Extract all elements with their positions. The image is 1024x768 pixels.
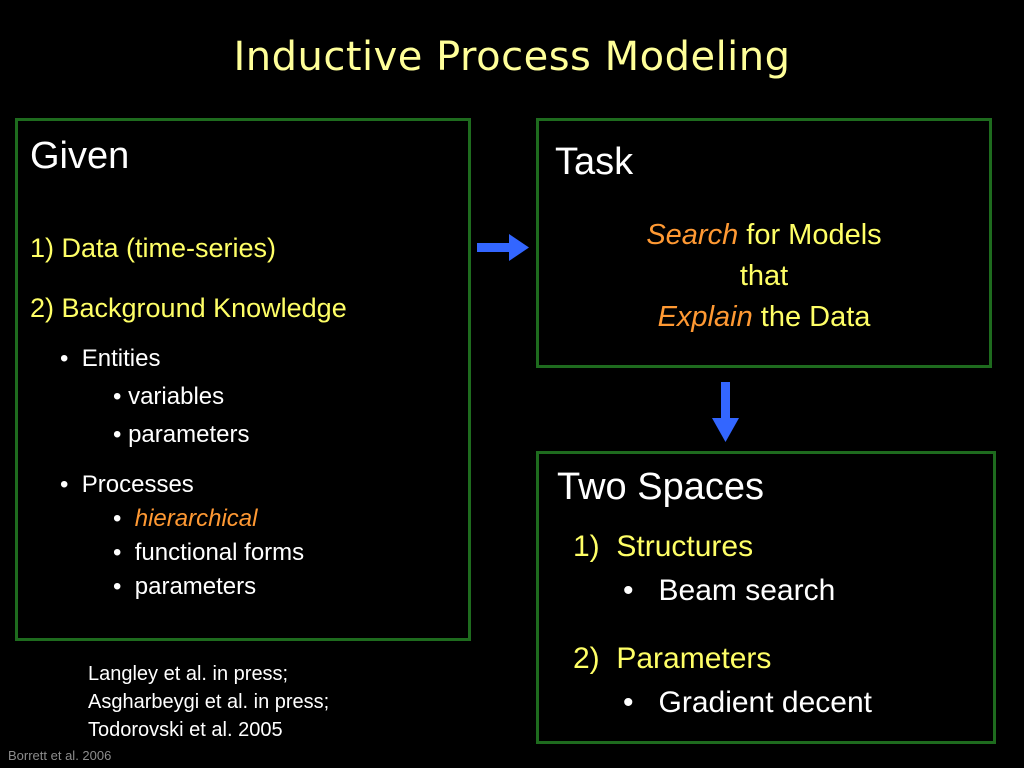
reference-langley: Langley et al. in press; (88, 663, 289, 685)
given-box: Given 1) Data (time-series) 2) Backgroun… (15, 118, 471, 641)
task-line-2: that (739, 260, 789, 292)
task-line-1: Search for Models (646, 219, 882, 251)
task-line-3: Explain the Data (657, 301, 871, 333)
entities-label: Entities (81, 345, 161, 372)
processes-bullet: • Processes (60, 471, 194, 498)
given-item-data: 1) Data (time-series) (30, 233, 277, 263)
task-box: Task Search for Models that Explain the … (536, 118, 992, 368)
processes-label: Processes (81, 471, 194, 498)
task-heading: Task (555, 141, 634, 183)
hierarchical-text: hierarchical (134, 505, 258, 532)
space-bullet-beam-search: • Beam search (623, 574, 836, 607)
processes-sub-parameters: • parameters (113, 573, 257, 600)
processes-sub-hierarchical: • hierarchical (113, 505, 258, 532)
entities-sub-variables: • variables (113, 383, 225, 410)
slide-title: Inductive Process Modeling (233, 34, 791, 80)
reference-todorovski: Todorovski et al. 2005 (88, 719, 283, 741)
space-item-structures: 1) Structures (573, 530, 754, 563)
reference-asgharbeygi: Asgharbeygi et al. in press; (88, 691, 330, 713)
two-spaces-heading: Two Spaces (557, 466, 764, 508)
two-spaces-box: Two Spaces 1) Structures • Beam search 2… (536, 451, 996, 744)
references: Langley et al. in press; Asgharbeygi et … (88, 660, 329, 744)
entities-sub-parameters: • parameters (113, 421, 250, 448)
entities-bullet: • Entities (60, 345, 161, 372)
slide-credit: Borrett et al. 2006 (8, 748, 112, 763)
right-arrow-icon (477, 234, 529, 261)
given-heading: Given (30, 135, 130, 177)
space-bullet-gradient-decent: • Gradient decent (623, 686, 872, 719)
task-description: Search for Models that Explain the Data (539, 215, 989, 338)
processes-sub-functional-forms: • functional forms (113, 539, 305, 566)
space-item-parameters: 2) Parameters (573, 642, 772, 675)
down-arrow-icon (712, 382, 739, 442)
given-item-background-knowledge: 2) Background Knowledge (30, 293, 347, 323)
